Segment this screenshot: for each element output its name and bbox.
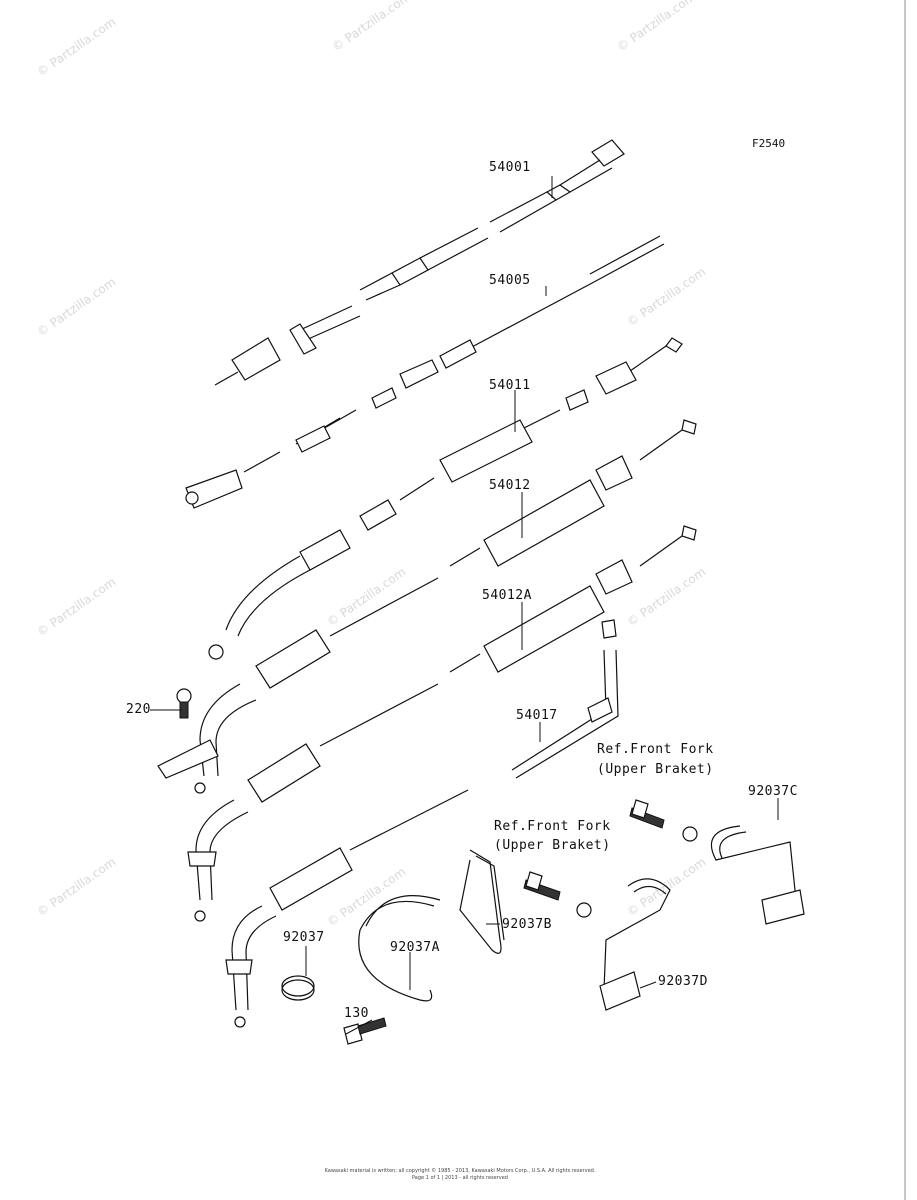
cable-lower: [225, 789, 469, 1028]
ref-note-lower-line2: (Upper Braket): [494, 838, 611, 853]
screw-220: [176, 688, 192, 719]
ref-note-upper-line2: (Upper Braket): [597, 762, 714, 777]
label-92037b: 92037B: [502, 917, 552, 932]
ref-bolt-upper: [629, 799, 698, 842]
label-92037: 92037: [283, 930, 325, 945]
clamp-92037: [281, 975, 315, 1001]
leader-lines: [150, 176, 779, 1035]
label-54012a: 54012A: [482, 588, 532, 603]
label-54005: 54005: [489, 273, 531, 288]
figure-code: F2540: [752, 137, 786, 150]
ref-note-lower-line1: Ref.Front Fork: [494, 819, 611, 834]
label-54011: 54011: [489, 378, 531, 393]
bracket-92037a: [358, 895, 441, 1002]
bracket-92037d: [599, 878, 671, 1011]
label-92037a: 92037A: [390, 940, 440, 955]
bolt-130: [343, 1017, 387, 1045]
label-54017: 54017: [516, 708, 558, 723]
cable-54001: [214, 139, 625, 386]
cable-54011: [208, 337, 683, 660]
copyright-footer: Kawasaki material is written; all copyri…: [300, 1168, 620, 1182]
bracket-92037b: [459, 849, 505, 954]
cable-54012: [157, 419, 697, 794]
label-92037d: 92037D: [658, 974, 708, 989]
label-130: 130: [344, 1006, 369, 1021]
cable-54005: [185, 235, 665, 509]
label-54012: 54012: [489, 478, 531, 493]
bracket-92037c: [710, 825, 805, 925]
cable-54012a: [187, 525, 697, 922]
ref-note-upper-line1: Ref.Front Fork: [597, 742, 714, 757]
label-220: 220: [126, 702, 151, 717]
label-54001: 54001: [489, 160, 531, 175]
copyright-line-1: Kawasaki material is written; all copyri…: [324, 1168, 596, 1174]
cable-54017: [511, 619, 619, 779]
ref-bolt-lower: [523, 871, 592, 918]
page-edge-rule: [904, 0, 906, 1200]
copyright-line-2: Page 1 of 1 | 2013 - all rights reserved: [412, 1175, 508, 1181]
label-92037c: 92037C: [748, 784, 798, 799]
